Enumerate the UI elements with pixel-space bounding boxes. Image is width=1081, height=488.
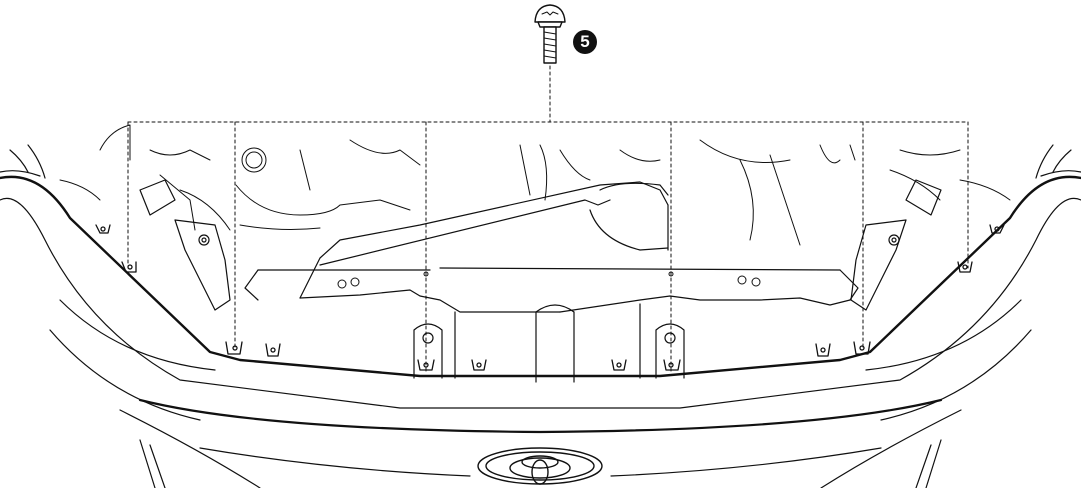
- bumper-top-outline: [0, 175, 1081, 378]
- center-posts: [413, 323, 685, 379]
- callout-number-badge: 5: [573, 30, 597, 54]
- fastener-tabs: [95, 224, 1005, 371]
- callout-leader-lines: [127, 65, 969, 373]
- bolt-icon: [534, 4, 566, 64]
- right-bracket: [850, 179, 942, 311]
- grille-lines: [119, 409, 962, 488]
- emblem: [477, 447, 603, 485]
- radiator-support: [244, 181, 859, 383]
- grille-top-edge: [138, 398, 943, 434]
- fender-edges: [0, 144, 1081, 179]
- engine-bay-details: [59, 124, 1011, 289]
- bumper-contours: [0, 197, 1081, 421]
- left-bracket: [139, 179, 231, 311]
